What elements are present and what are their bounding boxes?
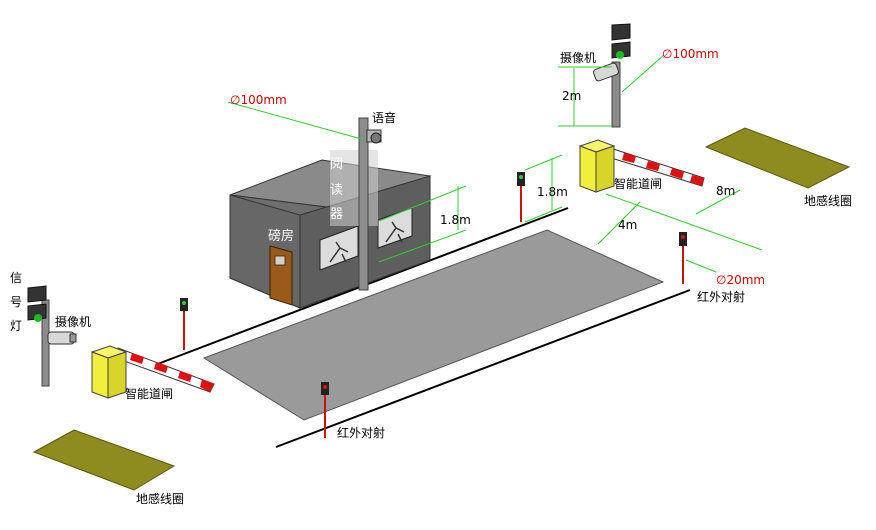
dim-height-house: 1.8m — [440, 213, 471, 227]
infrared-label-right: 红外对射 — [697, 289, 745, 304]
gate-label-left: 智能道闸 — [125, 386, 173, 401]
gate-arm-right-stripes — [622, 153, 704, 186]
road-edge-front — [275, 289, 691, 448]
ground-loop-left — [32, 429, 176, 491]
dim-height-camera: 2m — [562, 89, 581, 103]
reader-vertical-label: 阅 读 器 — [330, 157, 343, 222]
camera-label-right: 摄像机 — [560, 50, 596, 65]
dim-height-mid: 1.8m — [537, 185, 568, 199]
right-camera-pole — [611, 61, 621, 128]
speaker-icon — [366, 129, 382, 144]
door-window — [274, 255, 286, 266]
gate-box-right — [578, 139, 616, 193]
center-pole — [358, 117, 369, 291]
svg-text:信: 信 — [10, 271, 22, 285]
signal-light-icon-right — [611, 23, 631, 59]
operator-figure-1 — [329, 241, 349, 263]
svg-text:器: 器 — [330, 207, 343, 222]
svg-text:号: 号 — [10, 295, 22, 309]
house-window-1 — [319, 225, 359, 271]
signal-light-label: 信 号 灯 — [10, 271, 22, 333]
dimension-lines — [227, 54, 763, 273]
dim-pole-diameter-left: ∅100mm — [230, 93, 287, 107]
dim-pole-diameter-right: ∅100mm — [662, 47, 719, 61]
weighing-house-label: 磅房 — [268, 228, 294, 244]
camera-label-left: 摄像机 — [55, 314, 91, 329]
infrared-post-bottom — [321, 382, 329, 438]
gate-arm-left-stripes — [130, 353, 214, 392]
camera-icon-right — [593, 62, 619, 82]
loop-label-right: 地感线圈 — [804, 193, 852, 208]
house-door — [269, 245, 293, 306]
camera-icon-left — [47, 331, 77, 345]
scale-platform — [202, 229, 665, 421]
operator-figure-2 — [385, 221, 405, 243]
voice-label: 语音 — [372, 110, 396, 125]
gate-label-right: 智能道闸 — [614, 176, 662, 191]
svg-text:灯: 灯 — [10, 319, 22, 333]
infrared-label-bottom: 红外对射 — [337, 425, 385, 440]
loop-label-left: 地感线圈 — [136, 491, 184, 506]
svg-text:阅: 阅 — [330, 157, 343, 172]
infrared-post-right-front — [679, 232, 687, 284]
ground-loop-right — [704, 127, 851, 189]
dim-length-8m: 8m — [716, 184, 735, 198]
dim-infrared-diameter: ∅20mm — [716, 273, 765, 287]
infrared-post-right-back — [517, 172, 525, 222]
gate-box-left — [90, 345, 128, 399]
infrared-post-left-back — [180, 298, 188, 350]
svg-text:读: 读 — [330, 183, 343, 198]
reader-panel — [330, 150, 378, 226]
dim-length-4m: 4m — [618, 218, 637, 232]
signal-light-icon-left — [27, 285, 47, 322]
